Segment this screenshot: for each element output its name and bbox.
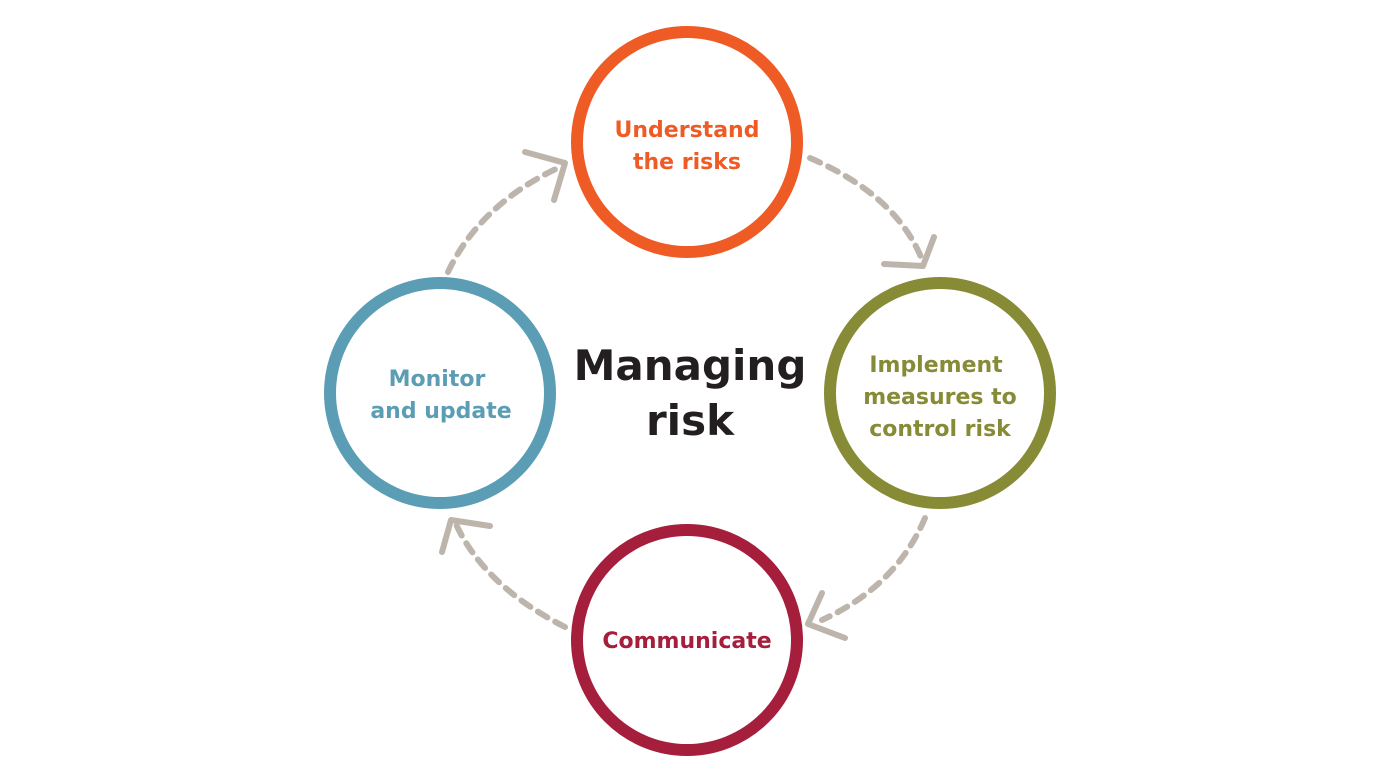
label-implement: Implement xyxy=(869,353,1003,378)
node-understand-the-risks: Understand the risks xyxy=(571,26,803,258)
label-understand: Understand xyxy=(615,118,760,143)
label-and-update: and update xyxy=(370,399,511,424)
ring-understand xyxy=(571,26,803,258)
arrow-communicate-to-monitor xyxy=(452,519,568,630)
node-implement-measures: Implement measures to control risk xyxy=(824,277,1056,509)
label-communicate: Communicate xyxy=(602,629,771,654)
ring-monitor xyxy=(324,277,556,509)
node-monitor-and-update: Monitor and update xyxy=(324,277,556,509)
arrow-understand-to-implement xyxy=(807,155,926,265)
cycle-arrows xyxy=(439,149,937,641)
center-title-line2: risk xyxy=(646,396,735,445)
label-monitor: Monitor xyxy=(389,367,486,392)
label-control-risk: control risk xyxy=(869,417,1012,442)
arrow-monitor-to-understand xyxy=(445,164,563,275)
center-title-line1: Managing xyxy=(574,341,807,390)
arrow-head-communicate xyxy=(805,590,848,641)
arrow-implement-to-communicate xyxy=(819,515,928,623)
label-measures-to: measures to xyxy=(863,385,1017,410)
node-communicate: Communicate xyxy=(571,524,803,756)
label-the-risks: the risks xyxy=(633,150,741,175)
arrow-head-monitor xyxy=(439,517,493,555)
ring-implement xyxy=(824,277,1056,509)
arrow-head-implement xyxy=(881,234,937,269)
center-title: Managing risk xyxy=(574,341,807,445)
ring-communicate xyxy=(571,524,803,756)
arrow-head-understand xyxy=(522,149,568,203)
